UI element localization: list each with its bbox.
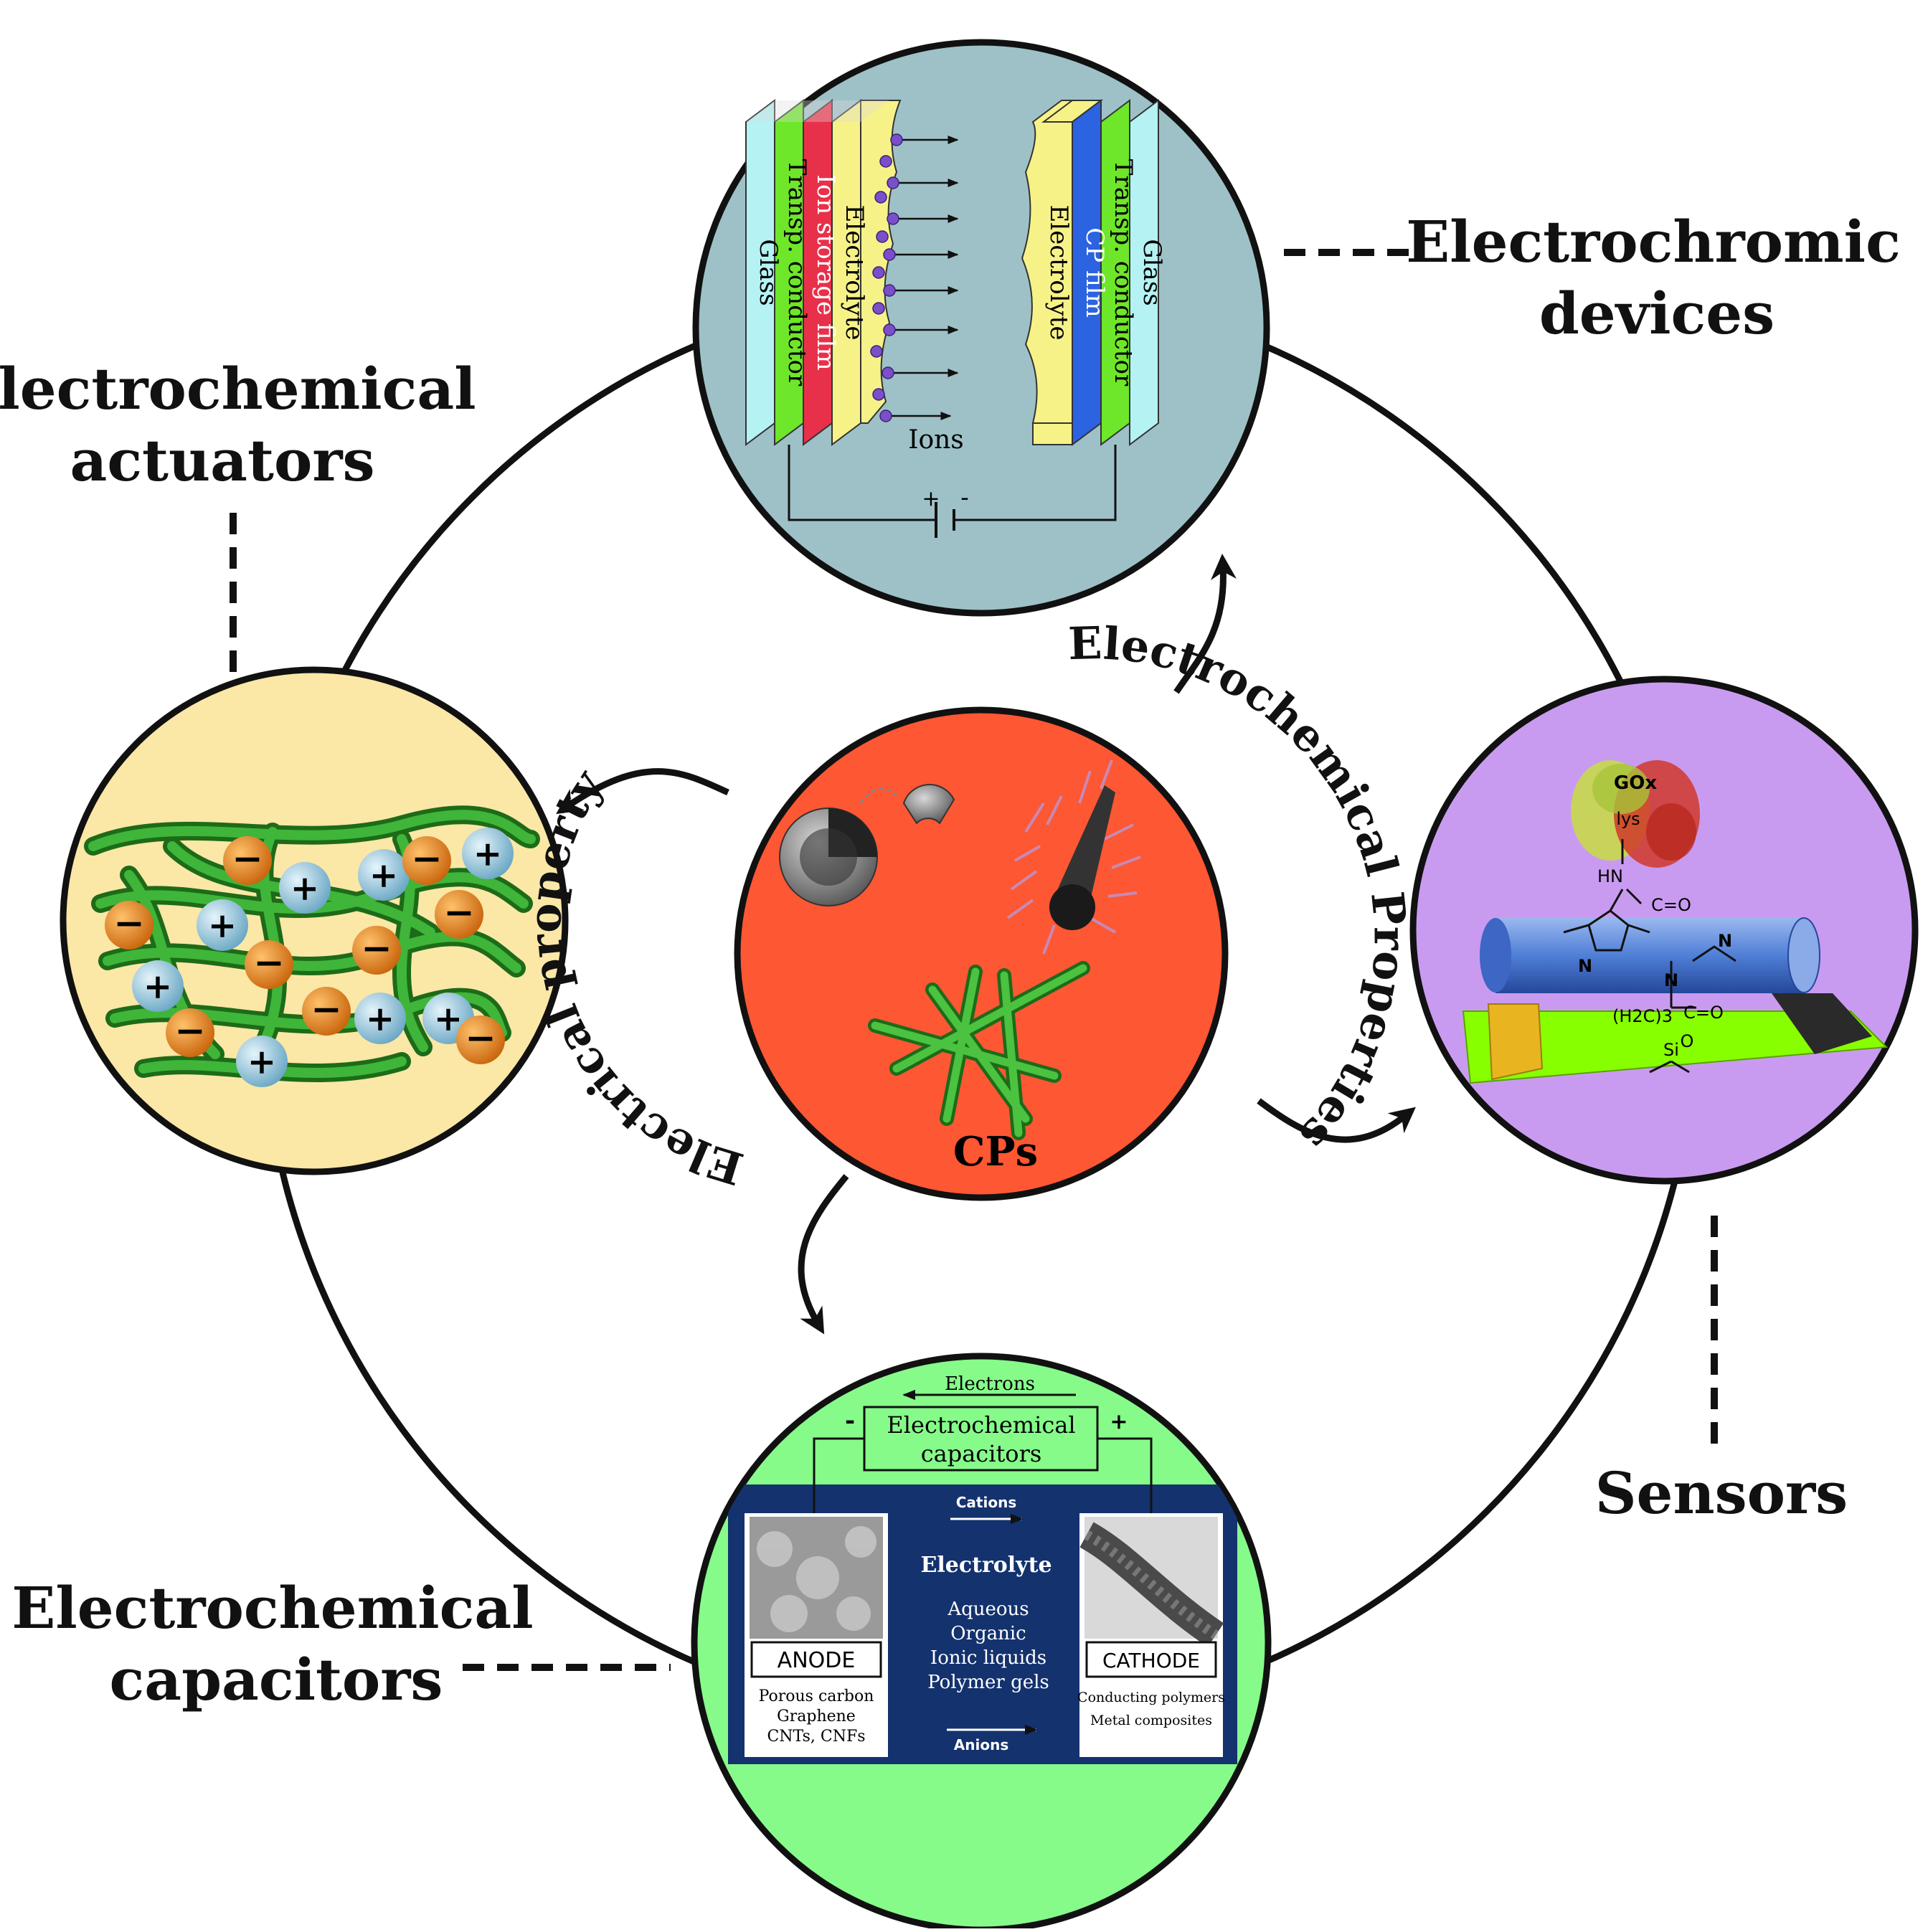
svg-text:−: −: [174, 1009, 206, 1053]
anode-label: ANODE: [778, 1648, 856, 1673]
electrochromic-right-stack: [1021, 99, 1159, 446]
anode-material-1: Porous carbon: [759, 1687, 874, 1705]
capacitor-panel: Electrons Electrochemical capacitors - +…: [691, 1353, 1272, 1932]
enzyme-gox: [1571, 760, 1700, 868]
nanobrush: [1006, 759, 1141, 955]
anions-label: Anions: [954, 1736, 1008, 1753]
svg-text:+: +: [473, 834, 502, 874]
flow-arrows: [556, 554, 1416, 1335]
nanotube: [1480, 917, 1820, 993]
electrochromic-circuit: [788, 445, 1117, 538]
layer-electrolyte-right: Electrolyte: [1044, 204, 1073, 340]
dashed-leaders: [230, 249, 1718, 1671]
capacitor-title-1: Electrochemical: [887, 1411, 1075, 1439]
svg-text:−: −: [253, 941, 285, 985]
cations-label: Cations: [956, 1494, 1016, 1511]
label-actuators-1: Electrochemical: [0, 355, 476, 422]
cations: + + + + + + + +: [132, 828, 514, 1087]
svg-text:−: −: [113, 901, 145, 945]
label-capacitors-1: Electrochemical: [11, 1574, 533, 1642]
svg-text:+: +: [366, 999, 394, 1039]
n-label-1: N: [1578, 956, 1592, 976]
co-label-2: C=O: [1683, 1003, 1724, 1023]
capacitor-plus: +: [1110, 1409, 1128, 1434]
electrons-label: Electrons: [945, 1373, 1035, 1395]
sensor-panel: GOx lys HN C=O N N N (H2C)3: [1409, 676, 1919, 1185]
arc-label-left-path: Electrical property: [519, 759, 749, 1195]
label-actuators-2: actuators: [70, 427, 375, 494]
label-capacitors-2: capacitors: [110, 1646, 443, 1713]
electrolyte-type-1: Aqueous: [947, 1599, 1029, 1620]
label-electrochromic-1: Electrochromic: [1406, 208, 1901, 275]
svg-text:−: −: [361, 927, 392, 970]
cathode-block: [1079, 1513, 1224, 1757]
svg-text:+: +: [290, 868, 319, 909]
svg-text:+: +: [369, 856, 398, 896]
svg-text:−: −: [465, 1016, 496, 1060]
n-label-3: N: [1718, 931, 1732, 951]
label-sensors: Sensors: [1595, 1459, 1848, 1527]
capacitor-minus: -: [845, 1406, 855, 1435]
svg-text:+: +: [247, 1042, 276, 1082]
battery-plus: +: [922, 486, 940, 511]
si-label: Si: [1663, 1040, 1679, 1060]
pyrrole-structure: [1563, 889, 1736, 1074]
o-label: O: [1681, 1031, 1694, 1051]
anions: − − − − − − − − −: [105, 836, 505, 1064]
ions-label: Ions: [908, 425, 964, 455]
cathode-label: CATHODE: [1102, 1649, 1200, 1672]
svg-text:+: +: [143, 967, 172, 1007]
anode-block: [745, 1513, 888, 1757]
co-label-1: C=O: [1651, 895, 1691, 915]
svg-text:−: −: [411, 837, 443, 881]
layer-glass-right: Glass: [1138, 239, 1166, 306]
layer-cp-film: CP film: [1080, 227, 1109, 318]
cathode-material-2: Metal composites: [1090, 1713, 1212, 1728]
n-label-2: N: [1664, 970, 1678, 990]
electrolyte-type-2: Organic: [950, 1623, 1026, 1644]
layer-glass-left: Glass: [754, 239, 783, 306]
anode-material-3: CNTs, CNFs: [767, 1728, 865, 1746]
arc-label-left: Electrical property: [519, 759, 749, 1195]
h2c-label: (H2C)3: [1612, 1006, 1673, 1026]
svg-text:−: −: [311, 988, 342, 1031]
layer-electrolyte-left: Electrolyte: [840, 204, 869, 340]
gox-label: GOx: [1614, 772, 1657, 794]
capacitor-title-2: capacitors: [921, 1440, 1042, 1467]
label-electrochromic-2: devices: [1539, 280, 1775, 347]
electrolyte-label: Electrolyte: [920, 1553, 1052, 1578]
cathode-material-1: Conducting polymers: [1077, 1690, 1225, 1705]
anode-material-2: Graphene: [777, 1708, 856, 1725]
battery-minus: -: [960, 483, 969, 512]
ion-dots: [870, 133, 903, 422]
electrolyte-type-3: Ionic liquids: [930, 1647, 1046, 1669]
cps-label: CPs: [953, 1128, 1038, 1175]
layer-ion-storage: Ion storage film: [811, 174, 840, 370]
electrolyte-type-4: Polymer gels: [927, 1672, 1049, 1693]
layer-conductor-right: Transp. conductor: [1109, 159, 1138, 387]
actuator-panel: + + + + + + + + − − − − − − − − −: [60, 666, 569, 1175]
layer-conductor-left: Transp. conductor: [783, 159, 811, 387]
svg-text:−: −: [443, 891, 475, 934]
svg-text:−: −: [232, 837, 263, 881]
cp-center: CPs: [734, 706, 1229, 1201]
ion-arrows: [886, 136, 959, 420]
hn-label: HN: [1597, 866, 1623, 886]
svg-text:+: +: [208, 906, 237, 946]
lys-label: lys: [1616, 809, 1640, 829]
electrochromic-panel: Glass Transp. conductor Ion storage film…: [692, 39, 1270, 617]
